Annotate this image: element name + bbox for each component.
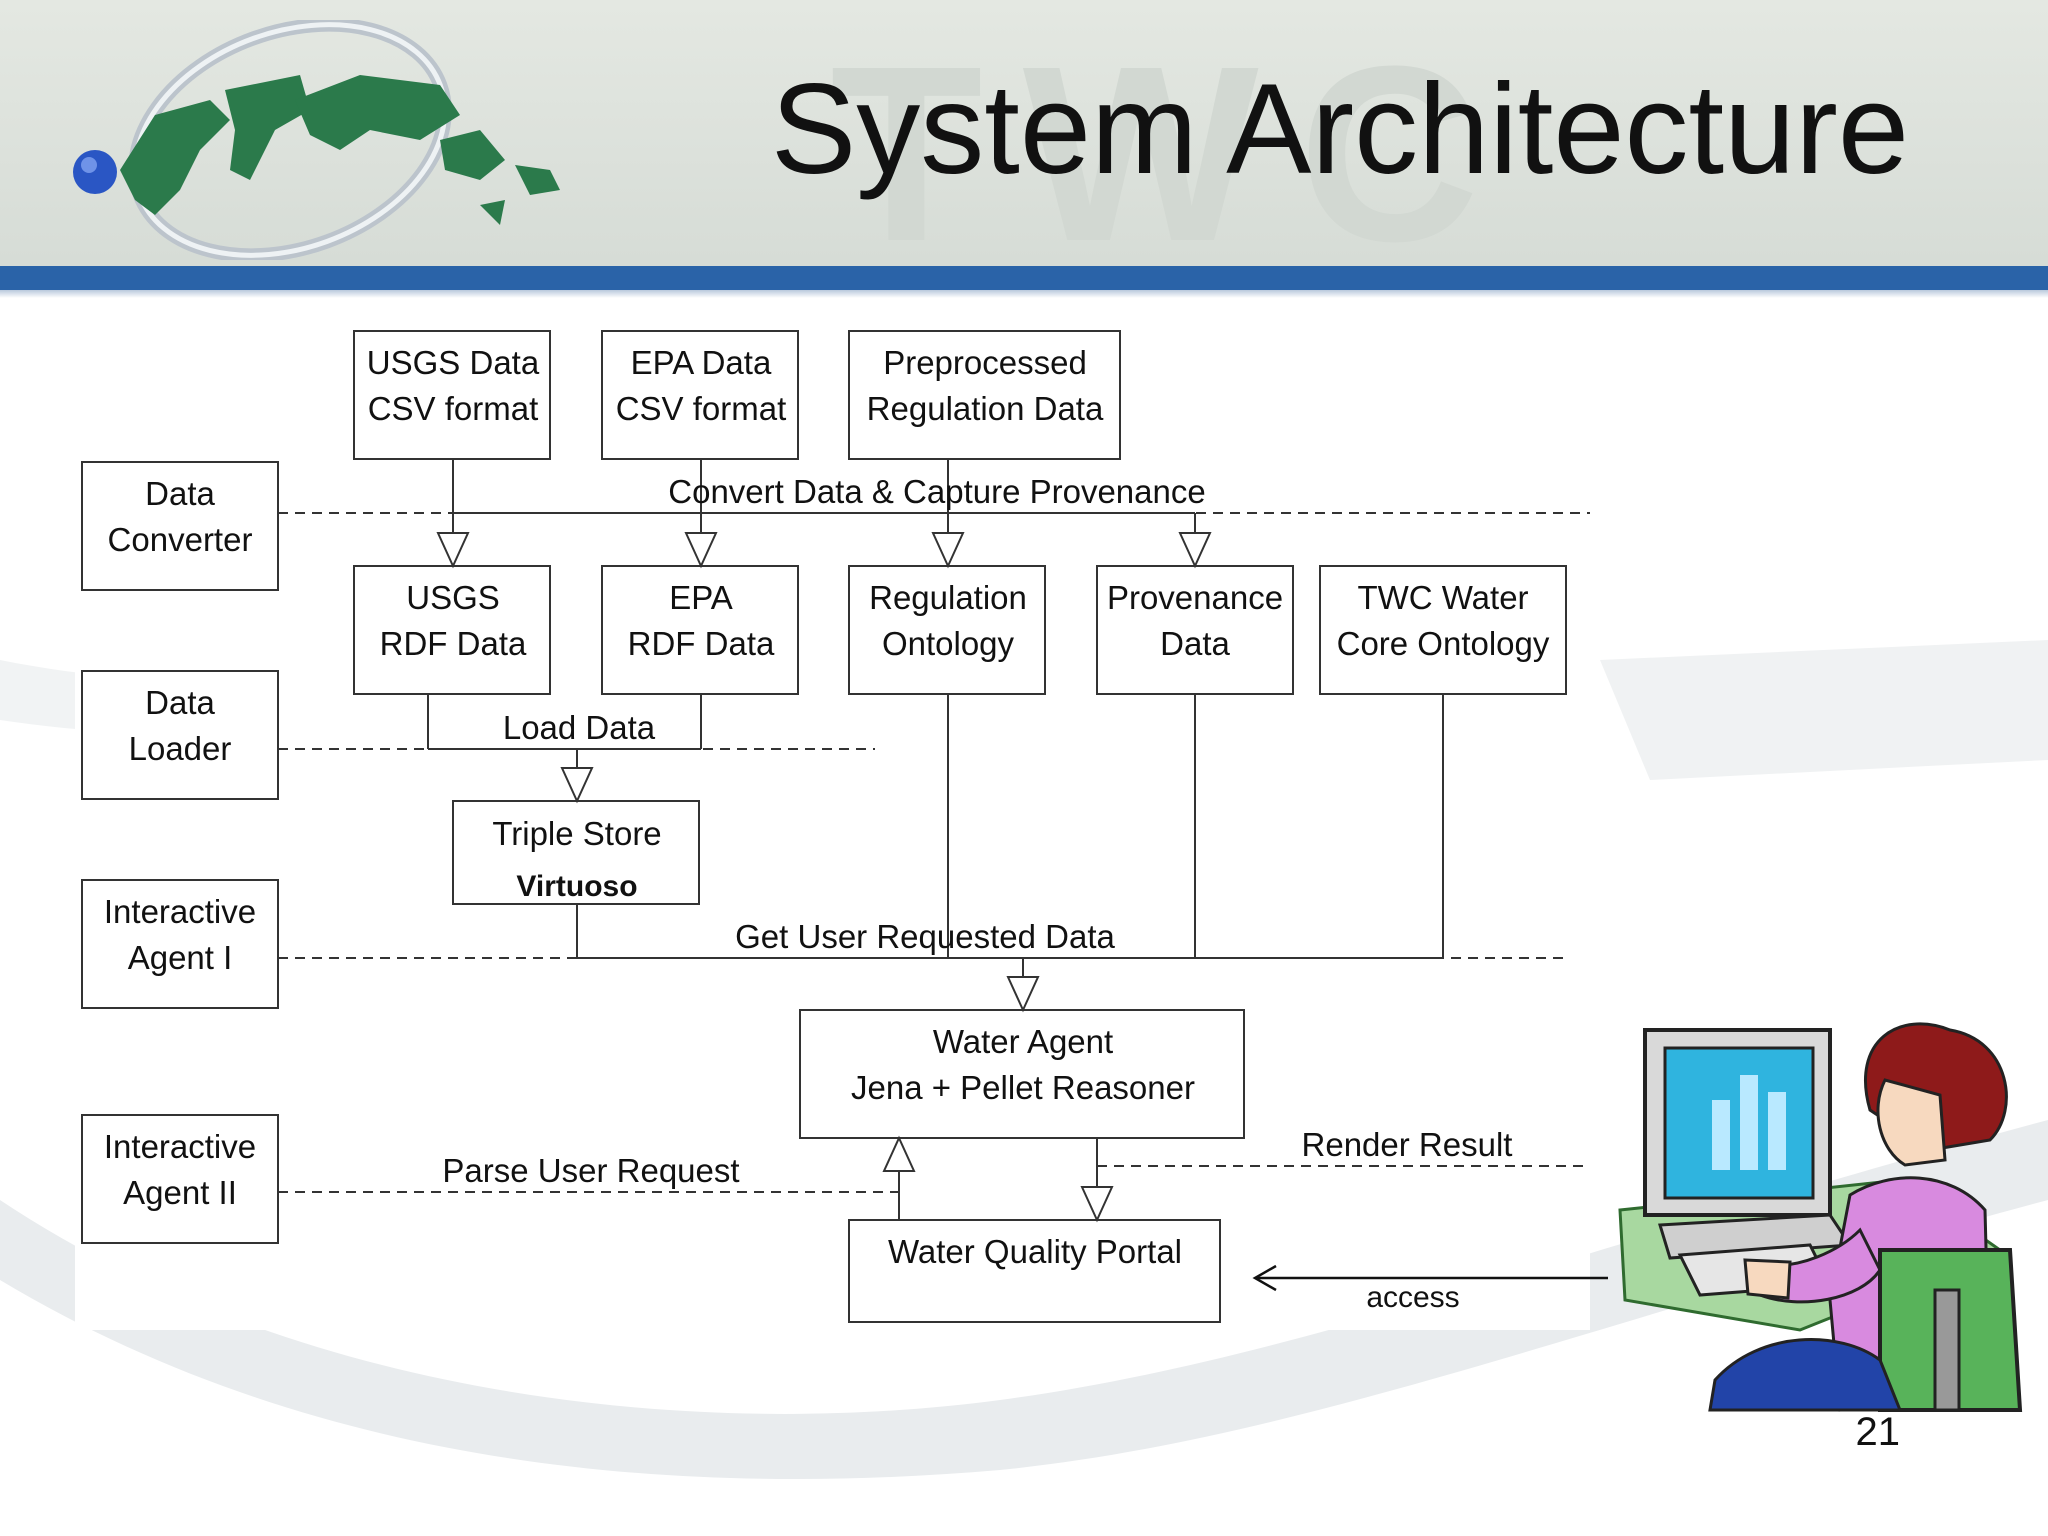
- regulation-ontology-label-2: Ontology: [882, 625, 1015, 662]
- arrowhead: [684, 532, 718, 569]
- arrowheads: [436, 532, 1212, 1223]
- access-arrow: [1252, 1264, 1608, 1292]
- layer-box-converter: [81, 461, 279, 591]
- usgs-csv-box: [353, 330, 551, 460]
- layer-label-converter-1: Data: [145, 475, 215, 512]
- layer-label-converter-2: Converter: [108, 521, 253, 558]
- usgs-rdf-label-2: RDF Data: [380, 625, 527, 662]
- provenance-label-2: Data: [1160, 625, 1230, 662]
- flow-convert-label: Convert Data & Capture Provenance: [668, 473, 1205, 510]
- layer-label-loader-1: Data: [145, 684, 215, 721]
- flow-render-label: Render Result: [1302, 1126, 1513, 1163]
- user-at-computer-illustration: [1618, 1022, 2023, 1412]
- virtuoso-label: Virtuoso: [516, 870, 637, 903]
- layer-label-agent2-1: Interactive: [104, 1128, 256, 1165]
- slide-title: System Architecture: [770, 58, 1910, 201]
- header-divider: [0, 266, 2048, 290]
- arrowhead: [882, 1135, 916, 1172]
- triple-store-label: Triple Store: [492, 815, 661, 852]
- epa-csv-label-2: CSV format: [616, 390, 787, 427]
- water-agent-box: [799, 1009, 1245, 1139]
- portal-box: [848, 1219, 1221, 1323]
- provenance-box: [1096, 565, 1294, 695]
- flow-parse-label: Parse User Request: [442, 1152, 739, 1189]
- epa-rdf-label-1: EPA: [669, 579, 733, 616]
- regulation-raw-box: [848, 330, 1121, 460]
- layer-label-agent2-2: Agent II: [123, 1174, 237, 1211]
- usgs-rdf-label-1: USGS: [406, 579, 500, 616]
- twc-core-box: [1319, 565, 1567, 695]
- layer-label-loader-2: Loader: [129, 730, 232, 767]
- water-agent-label-2: Jena + Pellet Reasoner: [851, 1069, 1195, 1106]
- usgs-csv-label-2: CSV format: [368, 390, 539, 427]
- regulation-ontology-label-1: Regulation: [869, 579, 1027, 616]
- layer-label-agent1-2: Agent I: [128, 939, 233, 976]
- arrowhead: [1006, 976, 1040, 1013]
- flow-access-label: access: [1366, 1281, 1459, 1314]
- regulation-raw-label-1: Preprocessed: [883, 344, 1087, 381]
- twc-logo: [73, 20, 560, 260]
- watermark: TWC: [830, 14, 1520, 293]
- layer-box-agent1: [81, 879, 279, 1009]
- twc-core-label-1: TWC Water: [1357, 579, 1528, 616]
- water-agent-label-1: Water Agent: [933, 1023, 1113, 1060]
- layer-box-agent2: [81, 1114, 279, 1244]
- flow-get-label: Get User Requested Data: [735, 918, 1115, 955]
- layer-box-loader: [81, 670, 279, 800]
- arrowhead: [436, 532, 470, 569]
- header-shadow: [0, 290, 2048, 298]
- epa-rdf-label-2: RDF Data: [628, 625, 775, 662]
- arrowhead: [1178, 532, 1212, 569]
- usgs-csv-label-1: USGS Data: [367, 344, 540, 381]
- flow-load-label: Load Data: [503, 709, 656, 746]
- regulation-raw-label-2: Regulation Data: [867, 390, 1104, 427]
- twc-core-label-2: Core Ontology: [1337, 625, 1550, 662]
- arrowhead: [560, 767, 594, 804]
- arrowhead: [1080, 1186, 1114, 1223]
- diagram-canvas: [75, 315, 1590, 1330]
- arrowhead: [931, 532, 965, 569]
- provenance-label-1: Provenance: [1107, 579, 1283, 616]
- epa-csv-label-1: EPA Data: [631, 344, 772, 381]
- portal-label: Water Quality Portal: [888, 1233, 1182, 1270]
- epa-csv-box: [601, 330, 799, 460]
- layer-label-agent1-1: Interactive: [104, 893, 256, 930]
- page-number: 21: [1855, 1410, 1901, 1454]
- triple-store-box: [452, 800, 700, 905]
